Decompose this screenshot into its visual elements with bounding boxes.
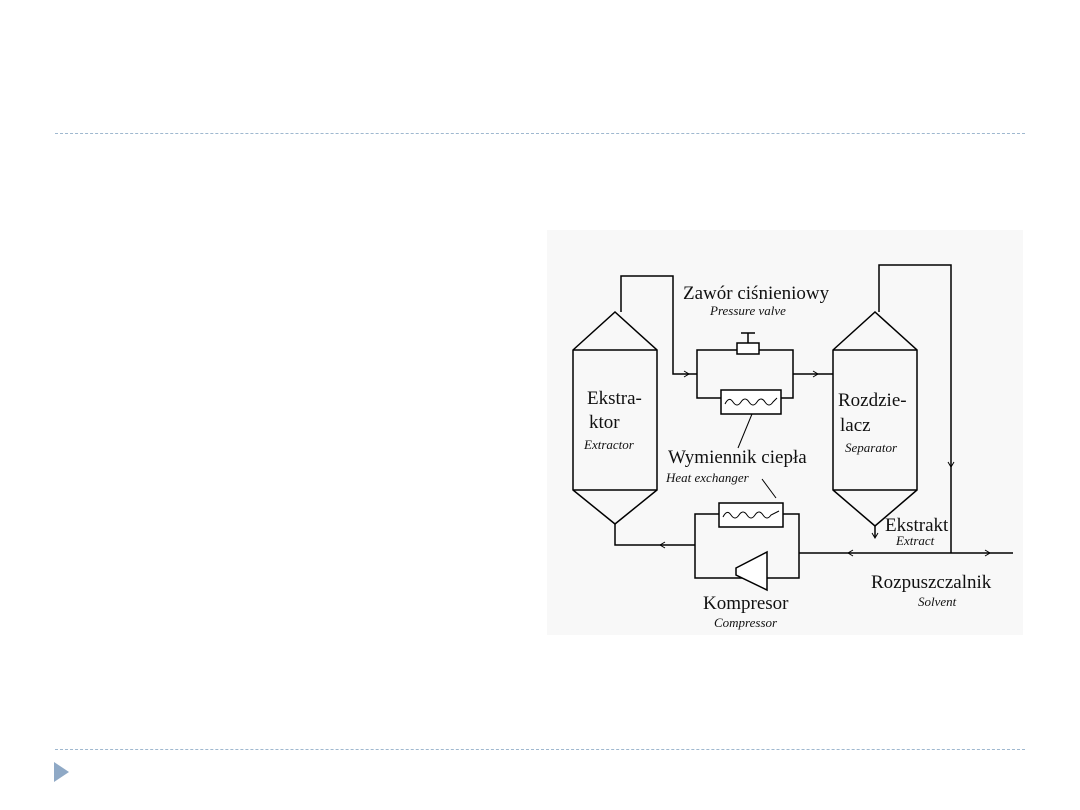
pressure-valve-label: Zawór ciśnieniowy <box>683 283 830 304</box>
solvent-sub: Solvent <box>918 594 957 609</box>
solvent-label: Rozpuszczalnik <box>871 572 992 593</box>
pressure-valve-icon <box>736 332 760 355</box>
extractor-label-1: Ekstra- <box>587 388 642 409</box>
extract-label: Ekstrakt <box>885 515 949 536</box>
separator-vessel <box>832 310 918 527</box>
diagram-canvas: Zawór ciśnieniowy Pressure valve Ekstra-… <box>572 264 1013 630</box>
separator-sub: Separator <box>845 440 898 455</box>
top-divider <box>55 133 1025 134</box>
compressor-icon <box>735 550 768 592</box>
extractor-sub: Extractor <box>583 437 635 452</box>
compressor-sub: Compressor <box>714 615 778 630</box>
extractor-vessel <box>572 310 658 525</box>
bottom-divider <box>55 749 1025 750</box>
pipe-recycle <box>878 264 952 553</box>
separator-label-1: Rozdzie- <box>838 390 907 411</box>
extract-sub: Extract <box>895 533 935 548</box>
leader-line-upper <box>737 413 753 449</box>
heat-exchanger-upper-icon <box>720 389 782 415</box>
heat-exchanger-lower-icon <box>718 502 784 528</box>
heat-exchanger-label: Wymiennik ciepła <box>668 447 807 468</box>
separator-label-2: lacz <box>840 415 871 436</box>
pressure-valve-sub: Pressure valve <box>709 303 786 318</box>
flow-arrows <box>659 370 991 557</box>
heat-exchanger-sub: Heat exchanger <box>665 470 750 485</box>
pipe-to-extractor <box>614 524 695 546</box>
play-arrow-icon <box>54 762 69 782</box>
leader-line-lower <box>761 478 777 499</box>
pipe-extractor-out <box>620 275 697 375</box>
process-diagram: Zawór ciśnieniowy Pressure valve Ekstra-… <box>547 230 1023 635</box>
compressor-label: Kompresor <box>703 593 789 614</box>
extractor-label-2: ktor <box>589 412 620 433</box>
